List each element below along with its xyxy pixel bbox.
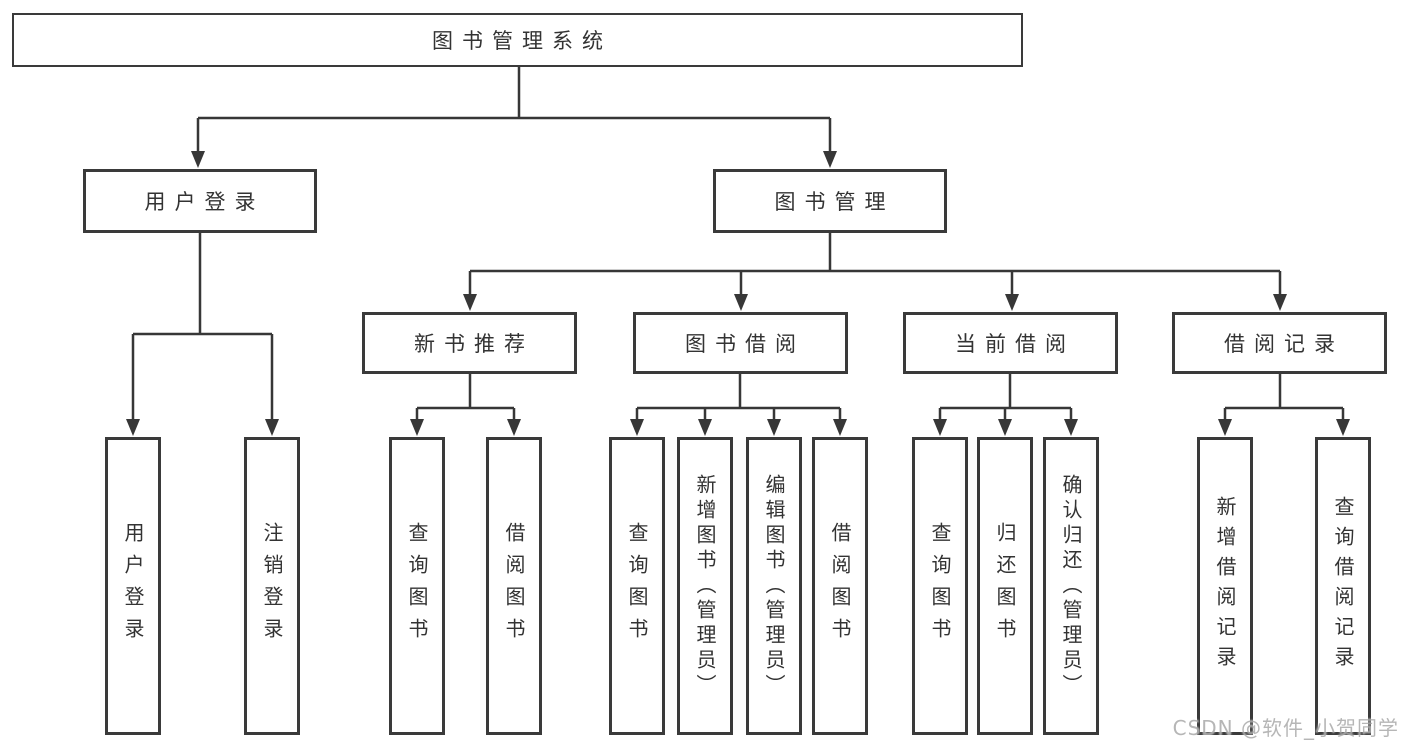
leaf-borrowing-borrow-books-label: 借阅图书: [828, 522, 852, 650]
edge-borrowing-records-to-leaves: [1218, 374, 1350, 436]
leaf-recommend-query-books-label: 查询图书: [405, 522, 429, 650]
node-book-management-label: 图书管理: [774, 190, 895, 214]
leaf-recommend-borrow-books-label: 借阅图书: [502, 522, 526, 650]
node-root: 图书管理系统: [12, 13, 1023, 67]
leaf-borrowing-add-books-admin-label: 新增图书（管理员）: [693, 473, 717, 699]
node-root-label: 图书管理系统: [432, 29, 612, 53]
edge-book-borrowing-to-leaves: [630, 374, 847, 436]
node-user-login-label: 用户登录: [144, 190, 265, 214]
edge-root-to-level2: [191, 67, 837, 168]
node-new-book-recommendation: 新书推荐: [362, 312, 577, 374]
leaf-borrowing-query-books-label: 查询图书: [625, 522, 649, 650]
leaf-current-return-books: 归还图书: [977, 437, 1033, 735]
leaf-current-query-books-label: 查询图书: [928, 522, 952, 650]
leaf-records-query-record: 查询借阅记录: [1315, 437, 1371, 735]
leaf-current-return-books-label: 归还图书: [993, 522, 1017, 650]
edge-current-borrowing-to-leaves: [933, 374, 1078, 436]
leaf-user-login-label: 用户登录: [121, 522, 145, 650]
leaf-records-add-record-label: 新增借阅记录: [1213, 496, 1237, 676]
leaf-borrowing-edit-books-admin-label: 编辑图书（管理员）: [762, 473, 786, 699]
leaf-logout: 注销登录: [244, 437, 300, 735]
node-borrowing-records: 借阅记录: [1172, 312, 1387, 374]
node-borrowing-records-label: 借阅记录: [1224, 332, 1344, 356]
watermark: CSDN @软件_小贺同学: [1172, 716, 1399, 740]
node-book-borrowing-label: 图书借阅: [685, 332, 805, 356]
edge-book-management-to-level3: [463, 233, 1287, 311]
edge-new-book-recommendation-to-leaves: [410, 374, 521, 436]
node-user-login: 用户登录: [83, 169, 317, 233]
leaf-user-login: 用户登录: [105, 437, 161, 735]
node-book-borrowing: 图书借阅: [633, 312, 848, 374]
node-current-borrowing-label: 当前借阅: [955, 332, 1075, 356]
leaf-borrowing-edit-books-admin: 编辑图书（管理员）: [746, 437, 802, 735]
leaf-borrowing-borrow-books: 借阅图书: [812, 437, 868, 735]
node-new-book-recommendation-label: 新书推荐: [414, 332, 534, 356]
leaf-recommend-query-books: 查询图书: [389, 437, 445, 735]
leaf-current-confirm-return-admin: 确认归还（管理员）: [1043, 437, 1099, 735]
leaf-borrowing-query-books: 查询图书: [609, 437, 665, 735]
leaf-current-query-books: 查询图书: [912, 437, 968, 735]
node-book-management: 图书管理: [713, 169, 947, 233]
leaf-borrowing-add-books-admin: 新增图书（管理员）: [677, 437, 733, 735]
leaf-records-add-record: 新增借阅记录: [1197, 437, 1253, 735]
leaf-recommend-borrow-books: 借阅图书: [486, 437, 542, 735]
leaf-records-query-record-label: 查询借阅记录: [1331, 496, 1355, 676]
leaf-logout-label: 注销登录: [260, 522, 284, 650]
edge-user-login-to-leaves: [126, 233, 279, 436]
leaf-current-confirm-return-admin-label: 确认归还（管理员）: [1059, 473, 1083, 699]
node-current-borrowing: 当前借阅: [903, 312, 1118, 374]
